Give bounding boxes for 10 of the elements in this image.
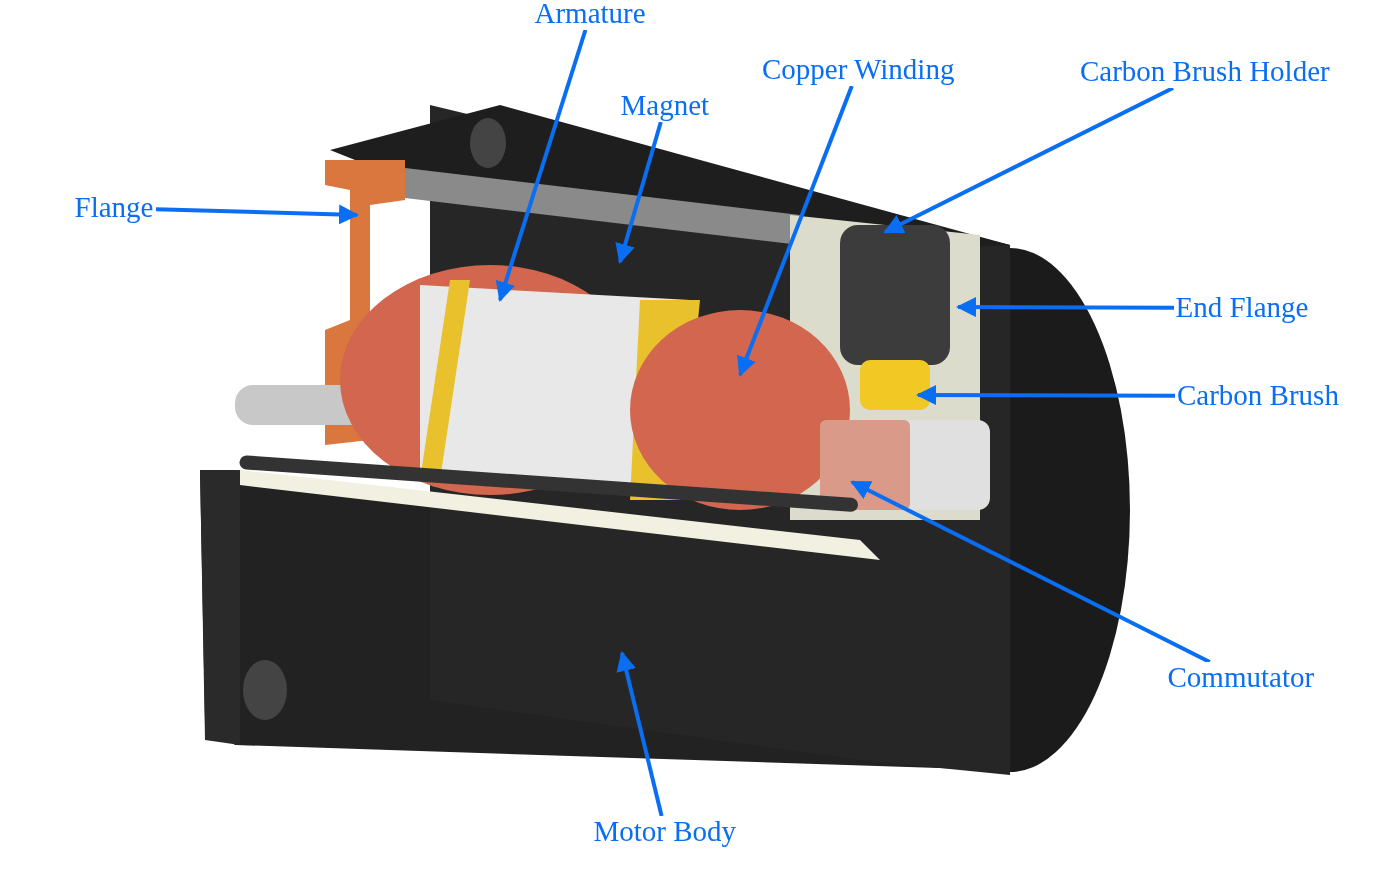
leader-arrow: [495, 29, 588, 302]
part-label: Motor Body: [591, 816, 739, 848]
leader-arrow: [916, 385, 1175, 406]
leader-arrow: [616, 651, 664, 817]
leader-arrow: [956, 297, 1174, 318]
leader-arrow: [615, 121, 663, 264]
leader-arrow: [737, 85, 854, 377]
leader-arrow: [883, 86, 1174, 234]
leader-arrow: [155, 204, 359, 225]
leader-arrow: [850, 480, 1211, 664]
